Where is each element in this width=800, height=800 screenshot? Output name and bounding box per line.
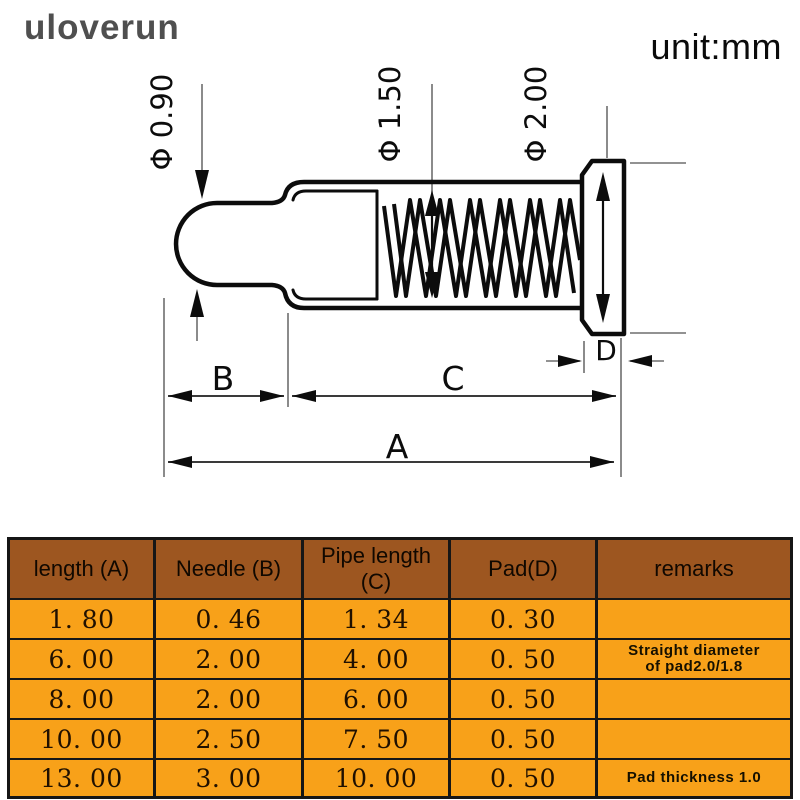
cell-pad-d: 0. 30 bbox=[451, 600, 598, 638]
header-needle-b: Needle (B) bbox=[156, 540, 304, 598]
cell-pad-d: 0. 50 bbox=[451, 680, 598, 718]
cell-remark bbox=[598, 720, 790, 758]
table-row: 8. 00 2. 00 6. 00 0. 50 bbox=[10, 680, 790, 720]
dim-label-tip-diameter: Φ 0.90 bbox=[145, 74, 179, 171]
remark-line-2: of pad2.0/1.8 bbox=[645, 658, 743, 675]
table-row: 13. 00 3. 00 10. 00 0. 50 Pad thickness … bbox=[10, 760, 790, 796]
cell-pipe-c: 7. 50 bbox=[304, 720, 451, 758]
cell-needle-b: 2. 00 bbox=[156, 680, 304, 718]
dim-label-pipe-c: C bbox=[441, 359, 464, 398]
dim-label-total-a: A bbox=[386, 427, 409, 466]
cell-remark bbox=[598, 600, 790, 638]
diameter-arrows bbox=[190, 170, 610, 323]
cell-remark: Pad thickness 1.0 bbox=[626, 769, 762, 786]
brand-watermark: uloverun bbox=[24, 8, 180, 47]
cell-needle-b: 3. 00 bbox=[156, 760, 304, 796]
cell-pad-d: 0. 50 bbox=[451, 760, 598, 796]
cell-length-a: 10. 00 bbox=[10, 720, 156, 758]
cell-length-a: 1. 80 bbox=[10, 600, 156, 638]
length-dimension-lines bbox=[168, 355, 652, 468]
dim-label-spring-diameter: Φ 1.50 bbox=[373, 66, 407, 163]
spec-table-header-row: length (A) Needle (B) Pipe length (C) Pa… bbox=[10, 540, 790, 600]
remark-line-1: Straight diameter bbox=[628, 642, 760, 659]
header-length-a: length (A) bbox=[10, 540, 156, 598]
cell-pad-d: 0. 50 bbox=[451, 720, 598, 758]
pogo-pin-technical-drawing: Φ 0.90 Φ 1.50 Φ 2.00 B C D A bbox=[145, 66, 686, 477]
pin-body-outline bbox=[173, 179, 585, 311]
cell-length-a: 13. 00 bbox=[10, 760, 156, 796]
cell-pipe-c: 1. 34 bbox=[304, 600, 451, 638]
cell-needle-b: 2. 50 bbox=[156, 720, 304, 758]
cell-remark: Straight diameter of pad2.0/1.8 bbox=[598, 640, 790, 678]
dim-label-pad-diameter: Φ 2.00 bbox=[519, 66, 553, 163]
spec-table: length (A) Needle (B) Pipe length (C) Pa… bbox=[7, 537, 793, 799]
cell-length-a: 8. 00 bbox=[10, 680, 156, 718]
table-row: 6. 00 2. 00 4. 00 0. 50 Straight diamete… bbox=[10, 640, 790, 680]
cell-pipe-c: 10. 00 bbox=[304, 760, 451, 796]
dim-label-pad-d: D bbox=[595, 334, 617, 367]
cell-needle-b: 2. 00 bbox=[156, 640, 304, 678]
barrel-inner-lip bbox=[291, 189, 379, 301]
table-row: 1. 80 0. 46 1. 34 0. 30 bbox=[10, 600, 790, 640]
spring-coil bbox=[382, 198, 582, 298]
dim-label-needle-b: B bbox=[212, 359, 235, 398]
cell-pad-d: 0. 50 bbox=[451, 640, 598, 678]
unit-label: unit:mm bbox=[650, 26, 782, 67]
cell-pipe-c: 6. 00 bbox=[304, 680, 451, 718]
header-pad-d: Pad(D) bbox=[451, 540, 598, 598]
cell-length-a: 6. 00 bbox=[10, 640, 156, 678]
table-row: 10. 00 2. 50 7. 50 0. 50 bbox=[10, 720, 790, 760]
cell-needle-b: 0. 46 bbox=[156, 600, 304, 638]
header-pipe-length-c: Pipe length (C) bbox=[304, 540, 451, 598]
cell-pipe-c: 4. 00 bbox=[304, 640, 451, 678]
cell-remark bbox=[598, 680, 790, 718]
header-remarks: remarks bbox=[598, 540, 790, 598]
